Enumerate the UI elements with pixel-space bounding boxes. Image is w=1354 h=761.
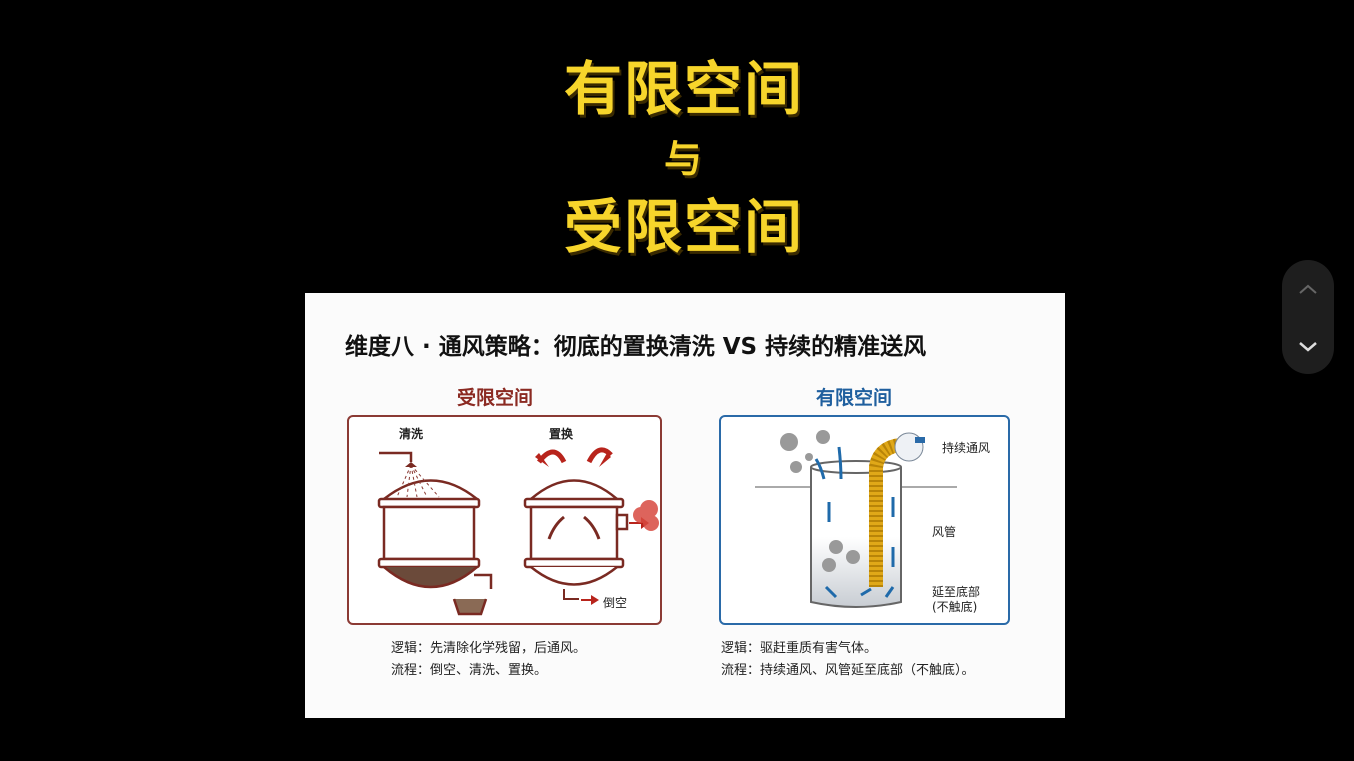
replace-label: 置换 (549, 427, 574, 441)
left-notes: 逻辑：先清除化学残留，后通风。 流程：倒空、清洗、置换。 (391, 638, 586, 682)
scroll-down-button[interactable] (1282, 322, 1334, 372)
video-title-line1: 有限空间 (563, 55, 804, 123)
video-title-line3: 受限空间 (563, 193, 804, 261)
tank-illustration (377, 447, 659, 616)
left-process: 流程：倒空、清洗、置换。 (391, 663, 548, 678)
limited-space-diagram: 持续通风 风管 延至底部 (不触底) (719, 415, 1010, 625)
right-notes: 逻辑：驱赶重质有害气体。 流程：持续通风、风管延至底部（不触底）。 (721, 638, 975, 682)
chevron-down-icon (1299, 342, 1317, 352)
skull-icon (780, 430, 860, 572)
scroll-controls (1282, 260, 1334, 374)
confined-space-diagram: 清洗 置换 倒空 (347, 415, 662, 625)
wash-label: 清洗 (399, 427, 424, 441)
shaft-illustration (755, 430, 957, 608)
chevron-up-icon (1299, 284, 1317, 294)
video-title-line2: 与 (663, 137, 704, 181)
drain-label: 倒空 (603, 596, 628, 610)
right-logic: 逻辑：驱赶重质有害气体。 (721, 641, 878, 656)
left-logic: 逻辑：先清除化学残留，后通风。 (391, 641, 587, 656)
arrow-icon (537, 449, 567, 464)
slide-image: 维度八 · 通风策略：彻底的置换清洗 VS 持续的精准送风 受限空间 有限空间 (305, 293, 1065, 718)
left-title: 受限空间 (457, 387, 534, 409)
right-title: 有限空间 (816, 387, 893, 409)
vent-label: 持续通风 (942, 441, 991, 455)
duct-label: 风管 (932, 525, 957, 539)
scroll-up-button[interactable] (1282, 264, 1334, 314)
right-process: 流程：持续通风、风管延至底部（不触底）。 (721, 663, 975, 678)
no-touch-label: (不触底) (932, 600, 978, 614)
bottom-label: 延至底部 (932, 585, 981, 599)
slide-heading: 维度八 · 通风策略：彻底的置换清洗 VS 持续的精准送风 (345, 334, 927, 360)
